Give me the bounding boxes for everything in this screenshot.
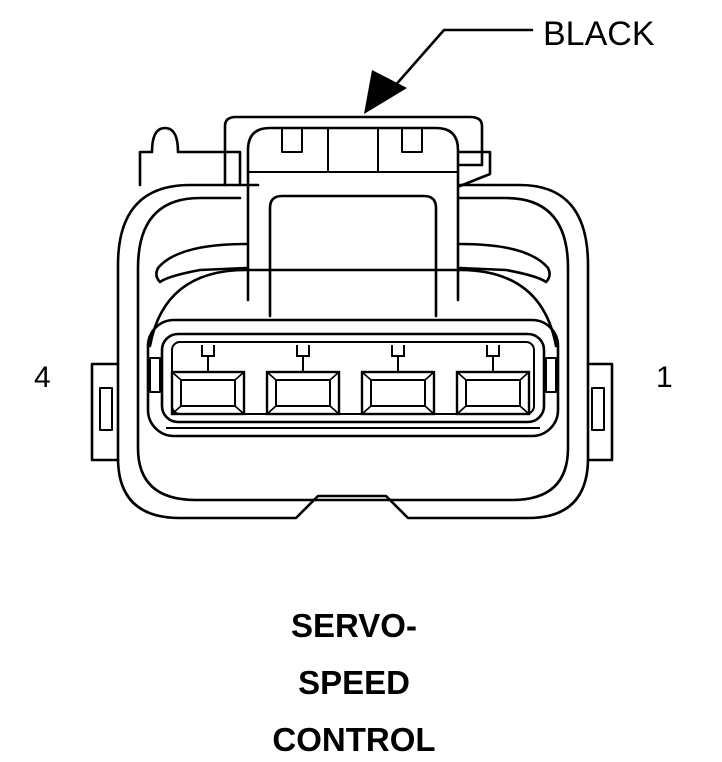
lock-tower-outer xyxy=(223,115,484,187)
pin-terminal-tab xyxy=(296,345,310,357)
pin-cavity-bevel xyxy=(456,405,467,415)
pin-cavity-bevel xyxy=(234,371,245,381)
housing-right-key xyxy=(545,357,557,393)
caption-line-3: CONTROL xyxy=(272,721,435,758)
inner-shell xyxy=(136,196,570,502)
pin-cavity-bevel xyxy=(361,405,372,415)
connector-body xyxy=(90,115,614,520)
pin-cavity-4 xyxy=(170,345,246,416)
pin-terminal-tab xyxy=(391,345,405,357)
right-ear-slot xyxy=(591,387,605,431)
callout-arrowhead xyxy=(364,70,407,114)
outer-shell xyxy=(116,183,590,520)
pin-1-label: 1 xyxy=(656,361,673,394)
left-latch xyxy=(138,126,242,187)
right-rib xyxy=(458,242,551,284)
pin-cavity-bevel xyxy=(171,405,182,415)
cavity-housing-insert xyxy=(171,341,535,415)
pin-cavity-inner xyxy=(370,379,426,407)
cavity-housing-inner xyxy=(160,332,546,424)
caption-line-1: SERVO- xyxy=(291,607,417,644)
pin-cavity-bevel xyxy=(361,371,372,381)
pin-cavity-bevel xyxy=(171,371,182,381)
pin-cavity-bevel xyxy=(519,371,530,381)
pin-cavity-outer xyxy=(455,370,531,416)
pin-cavity-bevel xyxy=(424,405,435,415)
left-ear-slot xyxy=(99,387,113,431)
connector-caption: SERVO- SPEED CONTROL xyxy=(272,607,435,758)
left-ear xyxy=(90,362,120,462)
right-latch xyxy=(458,150,492,188)
pin-cavities xyxy=(170,345,531,416)
pin-cavity-inner xyxy=(275,379,331,407)
pin-cavity-2 xyxy=(360,345,436,416)
pin-cavity-bevel xyxy=(329,371,340,381)
housing-left-key xyxy=(149,357,161,393)
tower-slot-left xyxy=(281,127,303,153)
pin-cavity-outer xyxy=(360,370,436,416)
pin-cavity-outer xyxy=(170,370,246,416)
inner-arch xyxy=(148,268,558,348)
pin-cavity-bevel xyxy=(424,371,435,381)
pin-cavity-bevel xyxy=(266,371,277,381)
pin-cavity-outer xyxy=(265,370,341,416)
pin-cavity-3 xyxy=(265,345,341,416)
tower-slot-right xyxy=(401,127,423,153)
pin-cavity-inner xyxy=(465,379,521,407)
cavity-housing-outer xyxy=(146,318,560,438)
left-rib xyxy=(155,242,248,284)
pin-cavity-bevel xyxy=(266,405,277,415)
pin-terminal-tab xyxy=(486,345,500,357)
pin-terminal-tab xyxy=(201,345,215,357)
pin-cavity-bevel xyxy=(519,405,530,415)
pin-cavity-bevel xyxy=(234,405,245,415)
pin-cavity-1 xyxy=(455,345,531,416)
callout-leader-line xyxy=(384,28,534,98)
caption-line-2: SPEED xyxy=(298,664,410,701)
right-ear xyxy=(586,362,614,462)
tower-center-tab xyxy=(327,128,379,173)
color-callout: BLACK xyxy=(364,15,655,114)
pin-cavity-bevel xyxy=(329,405,340,415)
pin-cavity-bevel xyxy=(456,371,467,381)
lock-tower xyxy=(246,126,460,302)
pin-cavity-inner xyxy=(180,379,236,407)
tower-window xyxy=(268,194,438,318)
pin-4-label: 4 xyxy=(34,361,51,394)
color-callout-label: BLACK xyxy=(543,15,655,53)
